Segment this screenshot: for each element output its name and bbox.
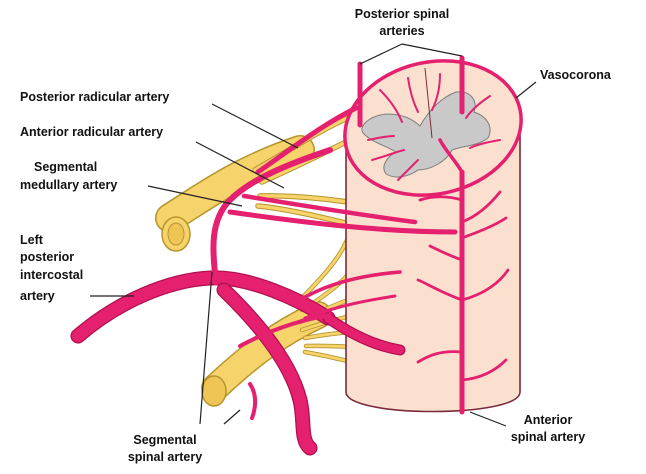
label-left-posterior-intercostal-artery-2: posterior (20, 250, 74, 264)
label-segmental-spinal-artery-2: spinal artery (128, 450, 202, 464)
label-posterior-spinal-arteries-2: arteries (379, 24, 424, 38)
labels: Posterior spinal arteries Posterior radi… (20, 7, 612, 464)
label-posterior-radicular-artery: Posterior radicular artery (20, 90, 169, 104)
label-left-posterior-intercostal-artery-3: intercostal (20, 268, 83, 282)
label-posterior-spinal-arteries-1: Posterior spinal (355, 7, 449, 21)
label-left-posterior-intercostal-artery-4: artery (20, 289, 55, 303)
label-segmental-medullary-artery-2: medullary artery (20, 178, 117, 192)
label-left-posterior-intercostal-artery-1: Left (20, 233, 44, 247)
label-anterior-radicular-artery: Anterior radicular artery (20, 125, 163, 139)
label-segmental-spinal-artery-1: Segmental (133, 433, 196, 447)
label-anterior-spinal-artery-1: Anterior (524, 413, 573, 427)
label-anterior-spinal-artery-2: spinal artery (511, 430, 585, 444)
label-vasocorona: Vasocorona (540, 68, 612, 82)
label-segmental-medullary-artery-1: Segmental (34, 160, 97, 174)
